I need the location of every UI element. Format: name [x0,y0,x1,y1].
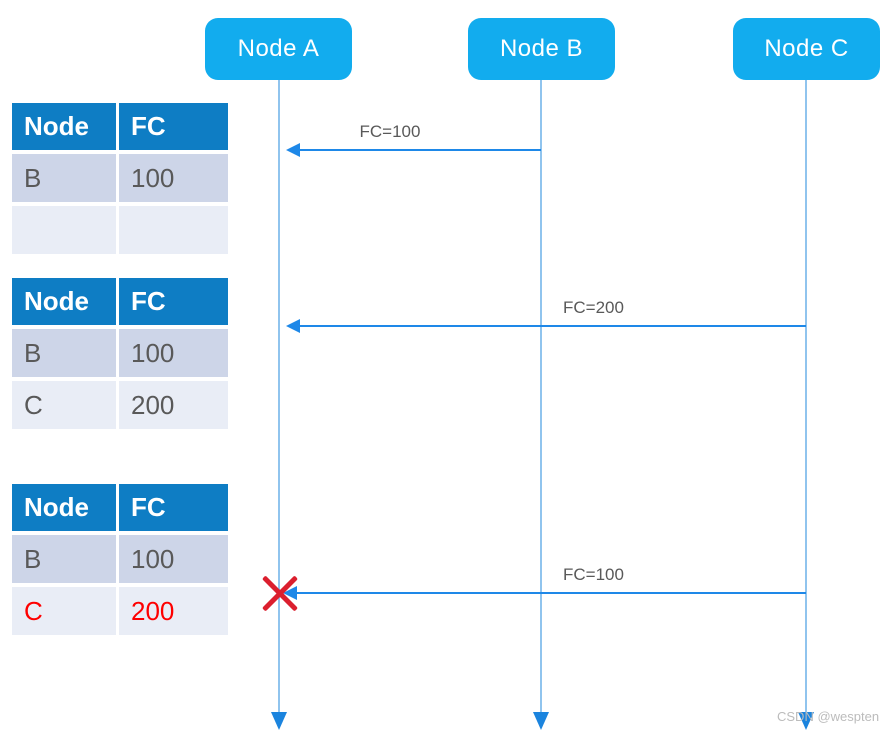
table-cell: B [12,154,116,202]
node-a-lifeline-arrowhead-icon [271,712,287,730]
forwarding-table-1: Node FC B 100 [12,103,228,254]
table-cell-highlighted: 200 [119,587,228,635]
node-c-box: Node C [733,18,880,80]
node-b-box: Node B [468,18,615,80]
table-2-header-fc: FC [119,278,228,325]
node-c-lifeline [805,80,807,714]
message-2-line [288,325,806,327]
table-cell: 100 [119,329,228,377]
forwarding-table-3: Node FC B 100 C 200 [12,484,228,635]
table-cell [12,206,116,254]
message-3-line [290,592,806,594]
message-2-label: FC=200 [563,298,624,317]
message-2-arrowhead-icon [286,319,300,333]
watermark: CSDN @wespten [777,709,880,724]
node-c-lifeline-arrowhead-icon [798,712,814,730]
node-c-label: Node C [764,35,849,62]
table-cell [119,206,228,254]
reject-x-icon [257,571,303,617]
table-cell: 200 [119,381,228,429]
node-b-lifeline-arrowhead-icon [533,712,549,730]
node-b-label: Node B [499,35,584,62]
table-cell: B [12,329,116,377]
table-cell-highlighted: C [12,587,116,635]
table-cell: C [12,381,116,429]
node-a-box: Node A [205,18,352,80]
message-1-arrowhead-icon [286,143,300,157]
node-a-label: Node A [237,35,320,62]
table-cell: 100 [119,535,228,583]
table-cell: 100 [119,154,228,202]
table-1-header-fc: FC [119,103,228,150]
table-3-header-fc: FC [119,484,228,531]
node-a-lifeline [278,80,280,714]
table-2-header-node: Node [12,278,116,325]
message-3-label: FC=100 [563,565,624,584]
table-cell: B [12,535,116,583]
table-1-header-node: Node [12,103,116,150]
message-1-line [288,149,541,151]
node-b-lifeline [540,80,542,714]
forwarding-table-2: Node FC B 100 C 200 [12,278,228,429]
table-3-header-node: Node [12,484,116,531]
message-1-label: FC=100 [359,122,421,141]
